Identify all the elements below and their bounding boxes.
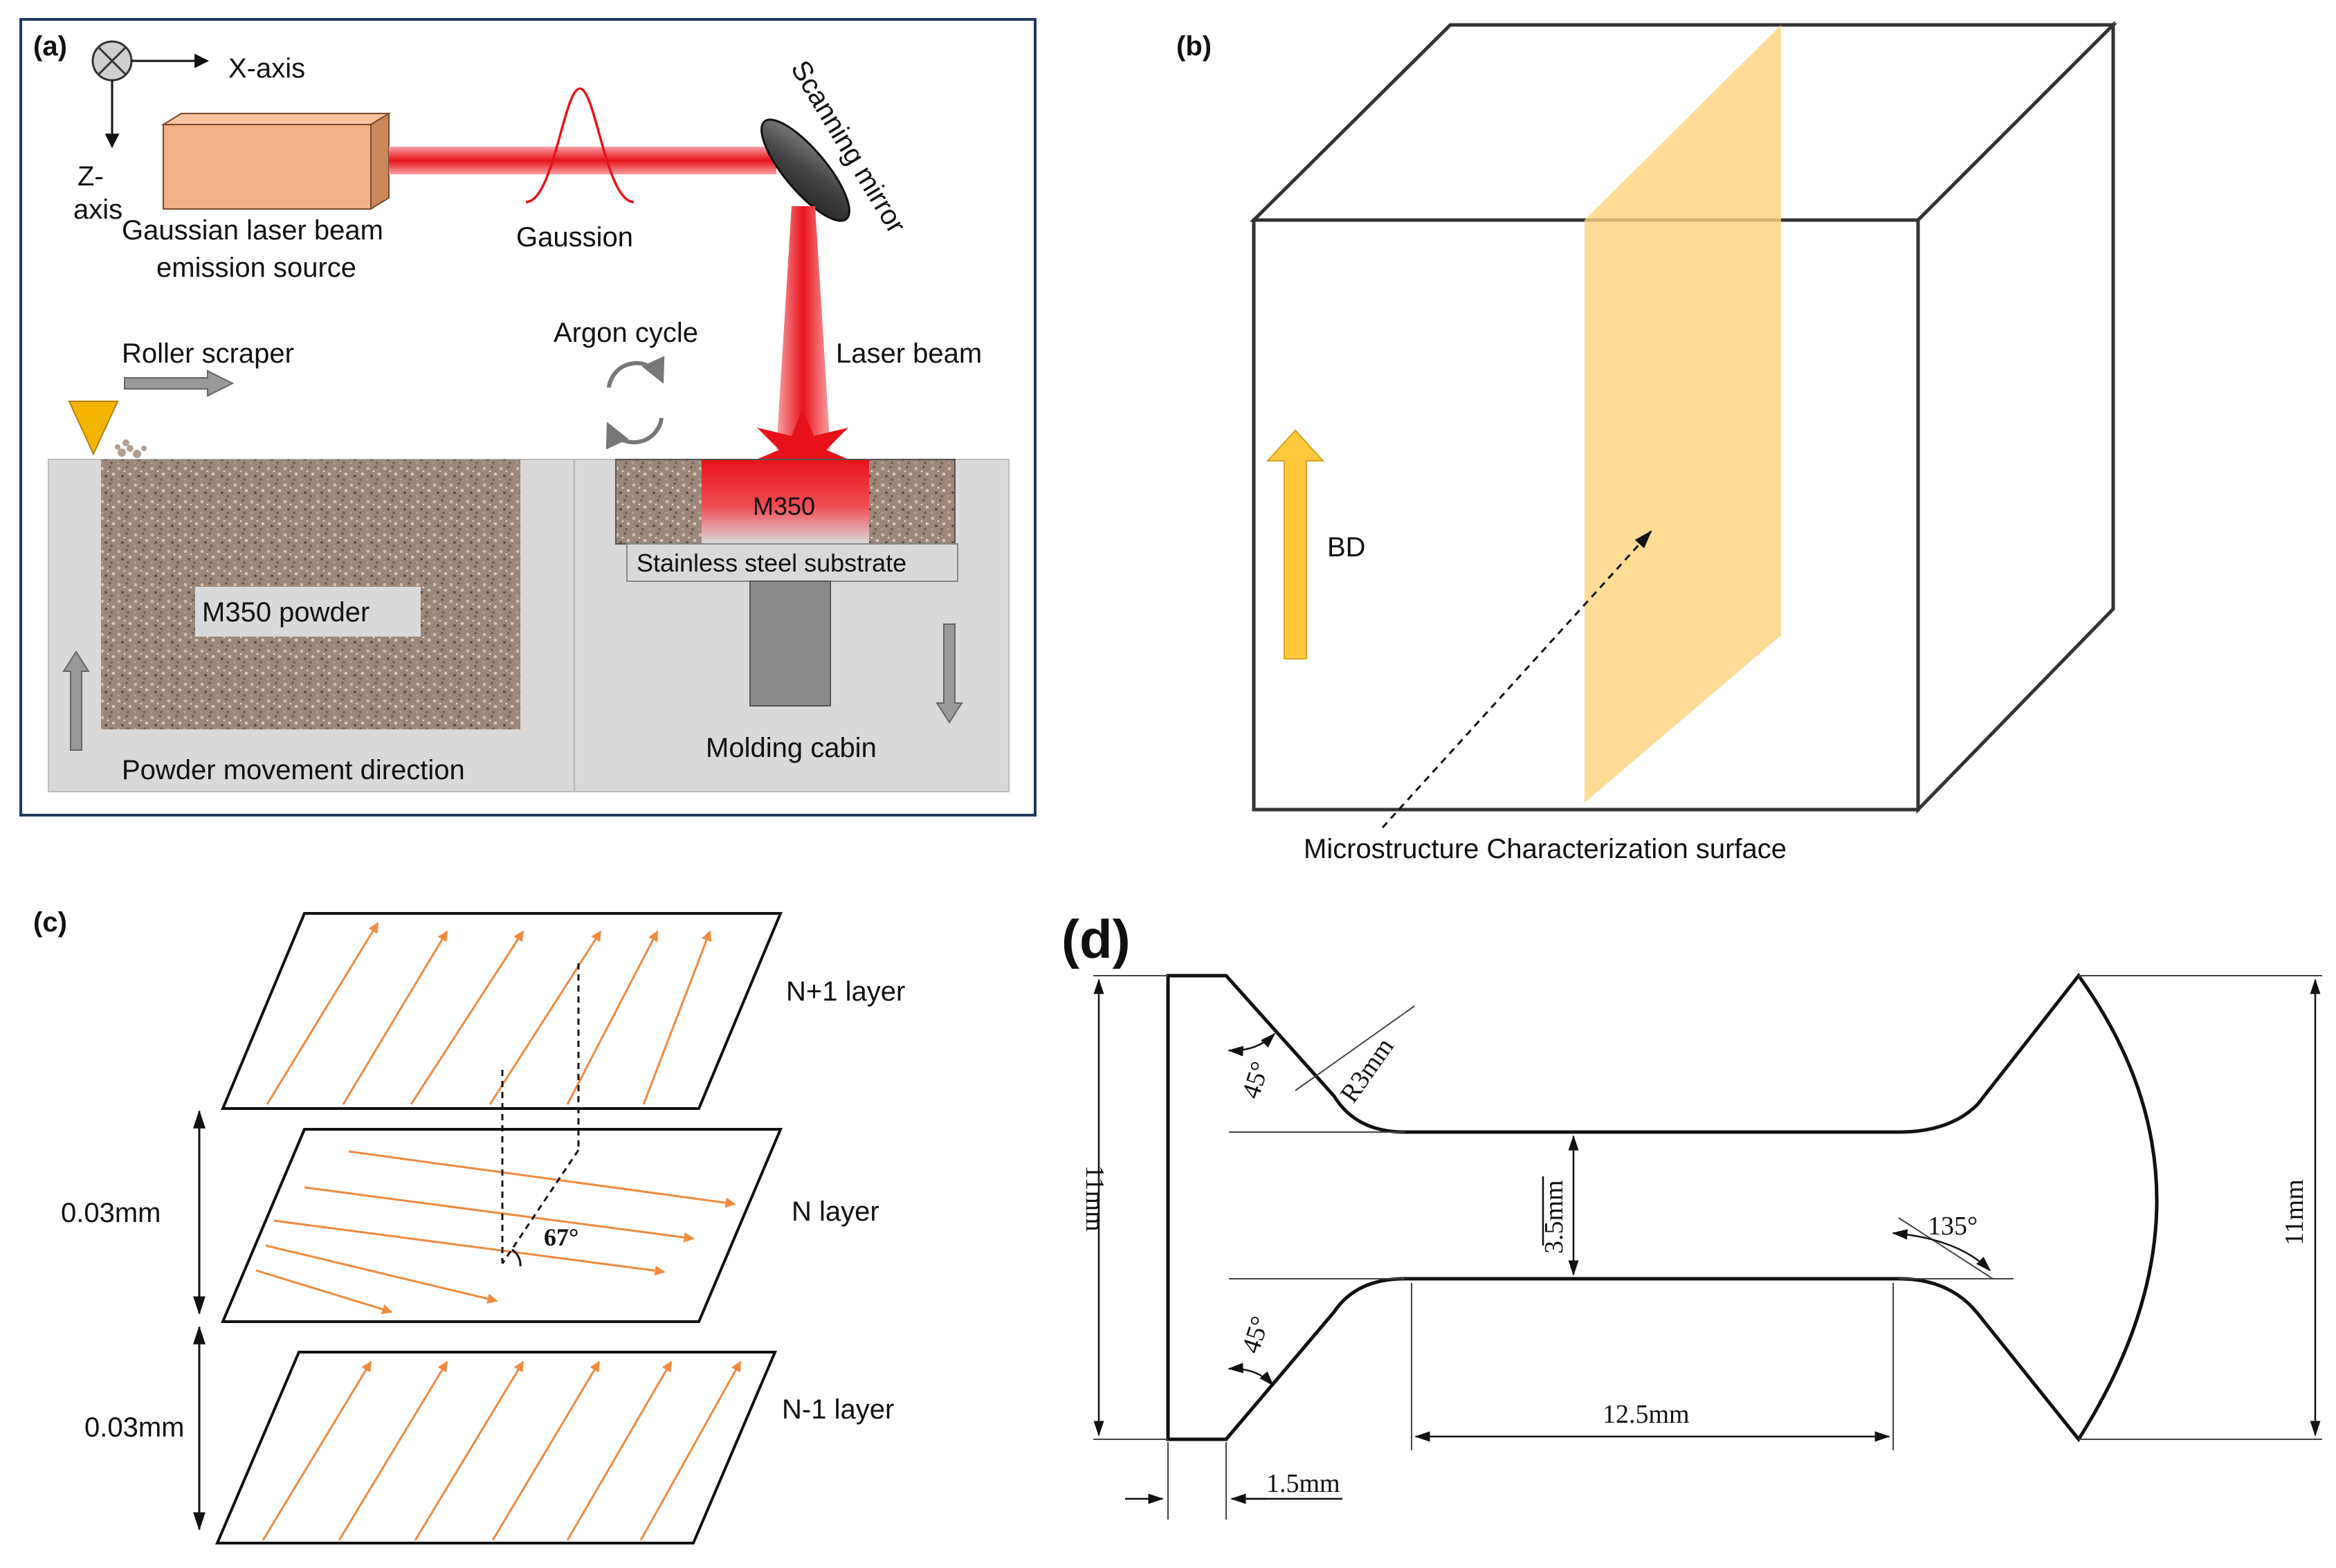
layer-mid-label: N layer xyxy=(792,1196,879,1227)
scraper xyxy=(68,401,119,456)
roller-label: Roller scraper xyxy=(122,338,294,369)
panel-b-label: (b) xyxy=(1176,31,1212,62)
z-axis-label-2: axis xyxy=(73,194,122,225)
gaussian-curve xyxy=(525,87,635,203)
substrate-label: Stainless steel substrate xyxy=(637,549,906,577)
scan-tracks-mid xyxy=(255,1150,736,1315)
gauge-width-label: 3.5mm xyxy=(1540,1180,1569,1254)
panel-a-label: (a) xyxy=(33,31,67,62)
horizontal-laser-beam xyxy=(389,147,776,174)
z-axis-label-1: Z- xyxy=(77,161,104,192)
height-left-label: 11mm xyxy=(1080,1165,1109,1232)
scanning-mirror xyxy=(760,118,850,222)
radius-label: R3mm xyxy=(1335,1032,1400,1108)
gaussian-label: Gaussion xyxy=(516,222,633,253)
build-powder-left xyxy=(616,459,702,544)
specimen-outline xyxy=(1166,972,2159,1443)
panel-d: (d) R xyxy=(1061,909,2322,1520)
angle-arc xyxy=(511,1248,522,1267)
argon-label: Argon cycle xyxy=(554,318,698,348)
molding-down-arrow xyxy=(936,623,963,724)
argon-cycle-icon xyxy=(605,356,665,450)
thickness-lower-label: 0.03mm xyxy=(84,1412,185,1443)
angle-label: 67° xyxy=(544,1223,578,1251)
rotation-guides xyxy=(501,963,580,1264)
laser-source xyxy=(161,112,392,210)
panel-c-label: (c) xyxy=(33,907,67,938)
build-powder-right xyxy=(869,459,955,544)
powder-up-arrow xyxy=(62,650,90,751)
vertical-laser-beam xyxy=(776,206,830,450)
thickness-upper-label: 0.03mm xyxy=(61,1198,161,1228)
angle-arc-right xyxy=(1892,1229,1991,1272)
powder-label-box xyxy=(195,587,421,637)
x-axis-label: X-axis xyxy=(228,53,305,84)
panel-c: (c) xyxy=(33,907,905,1544)
surface-pointer xyxy=(1381,530,1652,829)
layer-top-label: N+1 layer xyxy=(786,976,905,1007)
powder-label: M350 powder xyxy=(202,597,369,628)
angle-arc-upper xyxy=(1228,1032,1276,1057)
laser-impact-star xyxy=(750,408,855,493)
section-plane xyxy=(1585,25,1781,803)
layer-bot-label: N-1 layer xyxy=(782,1394,894,1425)
piston xyxy=(749,581,831,706)
roller-arrow xyxy=(124,370,235,397)
scan-tracks-bottom xyxy=(262,1360,742,1541)
molding-label: Molding cabin xyxy=(706,733,877,763)
height-right-label: 11mm xyxy=(2280,1179,2309,1246)
powder-direction-label: Powder movement direction xyxy=(122,755,465,785)
layer-n-plus-1 xyxy=(220,912,783,1110)
tab-width-label: 1.5mm xyxy=(1266,1469,1340,1498)
melt-pool xyxy=(702,459,869,544)
melt-label: M350 xyxy=(753,492,815,520)
layer-n-minus-1 xyxy=(215,1351,778,1544)
angle-arc-lower xyxy=(1228,1362,1275,1387)
laser-beam-label: Laser beam xyxy=(836,338,982,369)
panel-a: (a) X-axis Z- axis Gaussian laser beam e… xyxy=(19,18,1037,817)
panel-b: (b) BD Microstructure Characterization s… xyxy=(1176,20,2118,864)
panel-d-label: (d) xyxy=(1061,909,1131,969)
gauge-length-label: 12.5mm xyxy=(1603,1400,1690,1429)
scraped-powder xyxy=(115,439,147,458)
angle-right-label: 135° xyxy=(1928,1212,1978,1241)
surface-label: Microstructure Characterization surface xyxy=(1304,834,1787,864)
bd-arrow xyxy=(1266,429,1325,659)
source-label-2: emission source xyxy=(156,253,356,283)
scan-tracks-top xyxy=(266,922,712,1105)
source-label-1: Gaussian laser beam xyxy=(122,215,383,246)
bd-label: BD xyxy=(1327,532,1366,563)
axis-indicator xyxy=(91,40,210,149)
